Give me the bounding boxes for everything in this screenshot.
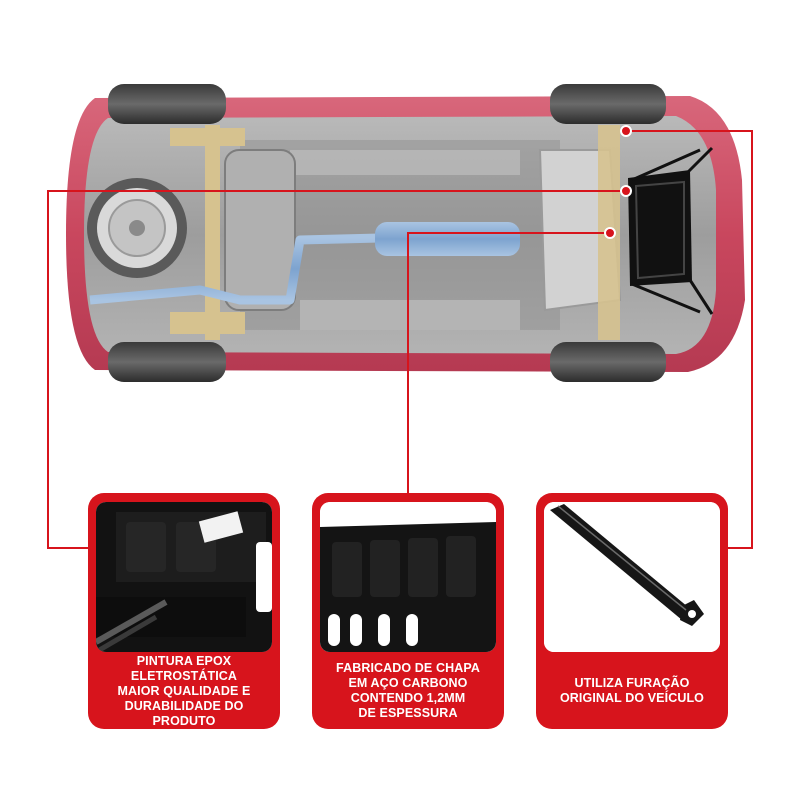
feature-card-epox-painting: PINTURA EPOX ELETROSTÁTICA MAIOR QUALIDA… xyxy=(88,493,280,729)
feature-card-carbon-steel: FABRICADO DE CHAPA EM AÇO CARBONO CONTEN… xyxy=(312,493,504,729)
feature-caption: FABRICADO DE CHAPA EM AÇO CARBONO CONTEN… xyxy=(336,661,480,720)
feature-photo-steel-sheet xyxy=(320,502,496,652)
feature-caption: UTILIZA FURAÇÃO ORIGINAL DO VEÍCULO xyxy=(559,676,705,705)
engine-shield-icon xyxy=(628,146,714,315)
feature-caption: PINTURA EPOX ELETROSTÁTICA MAIOR QUALIDA… xyxy=(117,653,251,728)
feature-photo-painted-surface xyxy=(96,502,272,652)
tire-icon xyxy=(108,84,666,382)
feature-card-original-holes: UTILIZA FURAÇÃO ORIGINAL DO VEÍCULO xyxy=(536,493,728,729)
feature-photo-mounting-bar xyxy=(544,502,720,652)
spare-wheel-icon xyxy=(87,178,187,278)
callout-dot-icon xyxy=(604,125,632,239)
